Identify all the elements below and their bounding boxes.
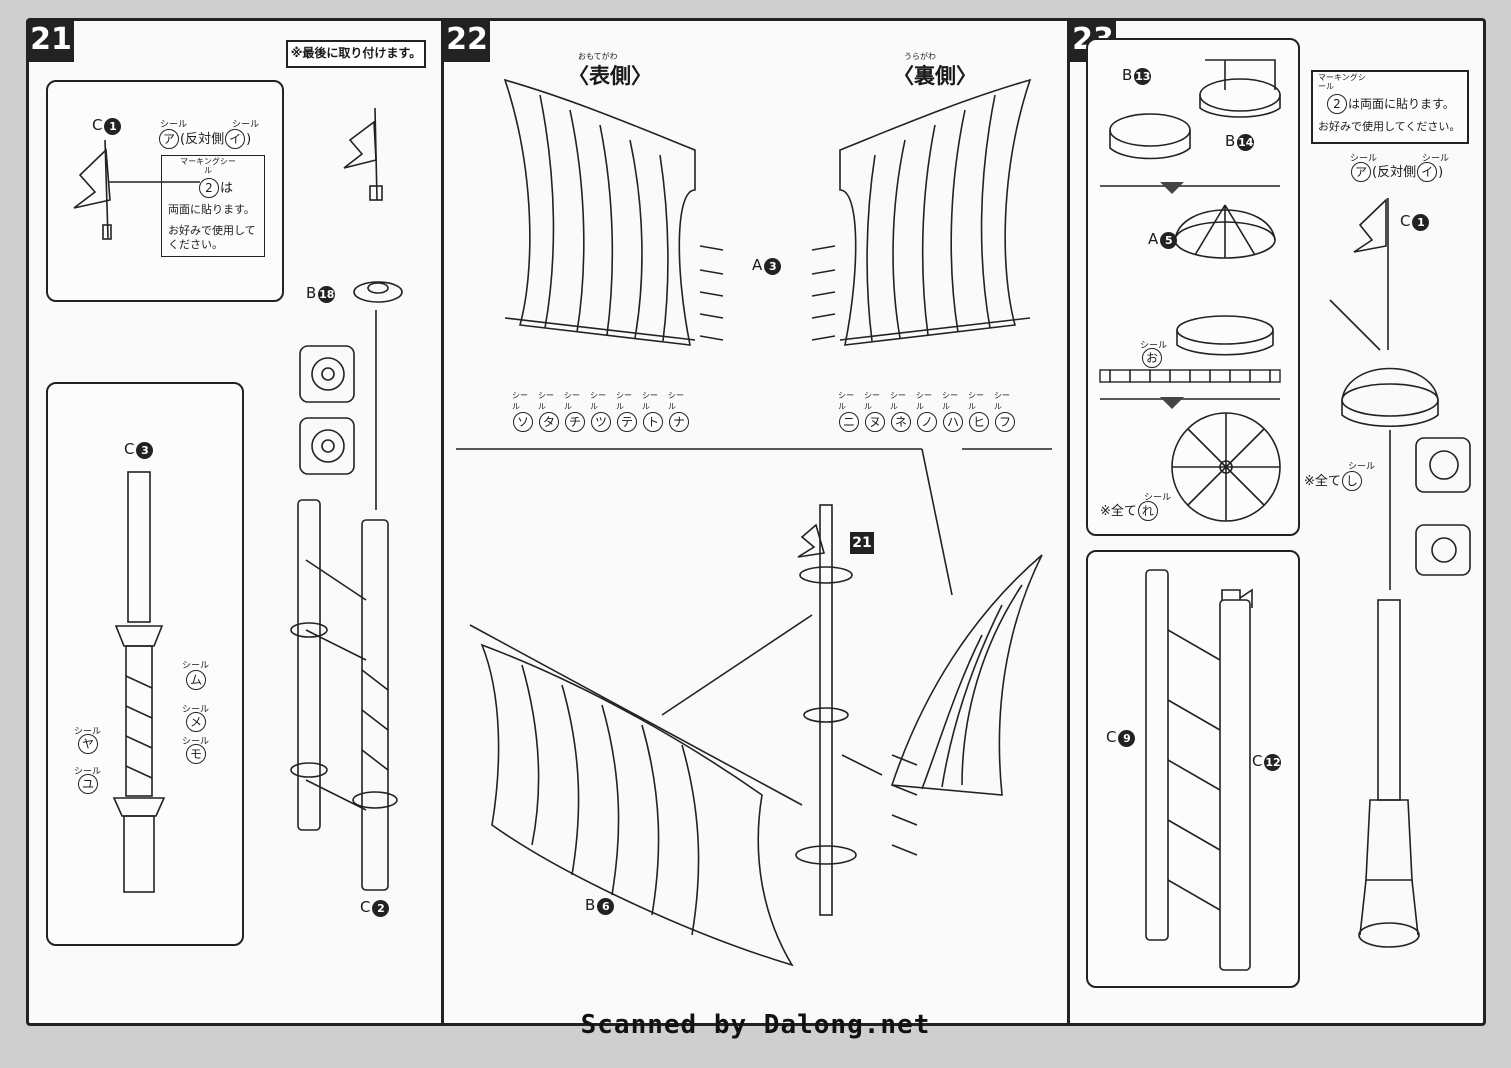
back-seal-ha: ハ <box>943 412 963 432</box>
front-seal-tsu: ツ <box>591 412 611 432</box>
mast-detail-drawing <box>112 471 166 893</box>
step-number-22: 22 <box>444 20 490 62</box>
seal-re-label: シール <box>1144 493 1172 503</box>
as-you-like-text: お好みで使用してください。 <box>168 224 256 251</box>
lower-mast-box <box>1086 550 1300 988</box>
crows-nest-parts-drawing <box>1109 59 1281 160</box>
mast-detail-box <box>46 382 244 946</box>
crows-nest-assembly-drawing <box>1099 182 1281 383</box>
front-seal-row: シールソ シールタ シールチ シールツ シールテ シールト シールナ <box>512 390 690 432</box>
sail-assembly-drawing <box>469 504 1043 967</box>
divider-22-23 <box>1067 18 1070 1023</box>
back-seal-ne: ネ <box>891 412 911 432</box>
seal-ya: ヤ <box>77 734 99 754</box>
back-sail-drawing <box>811 78 1032 346</box>
seal-me: メ <box>185 712 207 732</box>
front-seal-te: テ <box>617 412 637 432</box>
seal-label-i: シール <box>232 120 260 130</box>
marking-note-box-23 <box>1311 70 1469 144</box>
divider-21-22 <box>441 18 444 1023</box>
ref-step-21-badge: 21 <box>850 532 874 554</box>
mast-assembly-drawing <box>290 499 398 891</box>
marking-note-box <box>161 155 265 257</box>
seal-yu-label: シール <box>74 767 102 777</box>
top-flag-drawing <box>343 107 383 201</box>
final-mast-drawing <box>1329 198 1471 948</box>
front-seal-to: ト <box>643 412 663 432</box>
seal-label-a: シール <box>160 120 188 130</box>
front-side-title: 〈表側〉 <box>568 64 652 88</box>
all-seal-shi: ※全てし <box>1304 470 1363 491</box>
seal-me-label: シール <box>182 705 210 715</box>
back-seal-ni: ニ <box>839 412 859 432</box>
back-seal-nu: ヌ <box>865 412 885 432</box>
flag-detail-drawing <box>73 139 200 240</box>
seal-shi-label: シール <box>1348 462 1376 472</box>
seal-a-label-23: シール <box>1350 154 1378 164</box>
step22-separator <box>456 448 1052 596</box>
seal-i-label-23: シール <box>1422 154 1450 164</box>
seal-mo-label: シール <box>182 737 210 747</box>
footer-credit: Scanned by Dalong.net <box>580 1010 931 1040</box>
seal-mo: モ <box>185 744 207 764</box>
seal-a-opposite-i: ア(反対側イ) <box>158 128 251 149</box>
back-seal-no: ノ <box>917 412 937 432</box>
marking-seal-label-23: マーキングシール <box>1318 73 1366 91</box>
marking-seal-label: マーキングシール <box>180 157 236 175</box>
seal-ya-label: シール <box>74 727 102 737</box>
as-you-like-23: お好みで使用してください。 <box>1318 120 1461 133</box>
seal-a-opposite-i-23: ア(反対側イ) <box>1350 161 1443 182</box>
seal-mu-label: シール <box>182 661 210 671</box>
front-sail-drawing <box>503 78 724 346</box>
step-number-21: 21 <box>28 20 74 62</box>
front-seal-ta: タ <box>539 412 559 432</box>
seal-o: お <box>1141 348 1163 368</box>
seal-mu: ム <box>185 670 207 690</box>
crows-nest-top-view <box>1100 397 1281 522</box>
all-seal-re: ※全てれ <box>1100 500 1159 521</box>
seal-yu: ユ <box>77 774 99 794</box>
assembly-arrows <box>299 310 377 811</box>
lower-mast-parts-drawing <box>1145 569 1253 971</box>
seal-o-label: シール <box>1140 341 1168 351</box>
both-sides-text: 両面に貼ります。 <box>168 203 255 216</box>
front-seal-so: ソ <box>513 412 533 432</box>
disc-drawing <box>353 281 403 303</box>
front-seal-chi: チ <box>565 412 585 432</box>
back-seal-fu: フ <box>995 412 1015 432</box>
attach-last-note: ※最後に取り付けます。 <box>286 40 426 68</box>
crows-nest-box <box>1086 38 1300 536</box>
front-reading: おもてがわ <box>578 52 618 61</box>
back-side-title: 〈裏側〉 <box>893 64 977 88</box>
front-seal-na: ナ <box>669 412 689 432</box>
back-reading: うらがわ <box>904 52 936 61</box>
back-seal-row: シールニ シールヌ シールネ シールノ シールハ シールヒ シールフ <box>838 390 1016 432</box>
back-seal-hi: ヒ <box>969 412 989 432</box>
